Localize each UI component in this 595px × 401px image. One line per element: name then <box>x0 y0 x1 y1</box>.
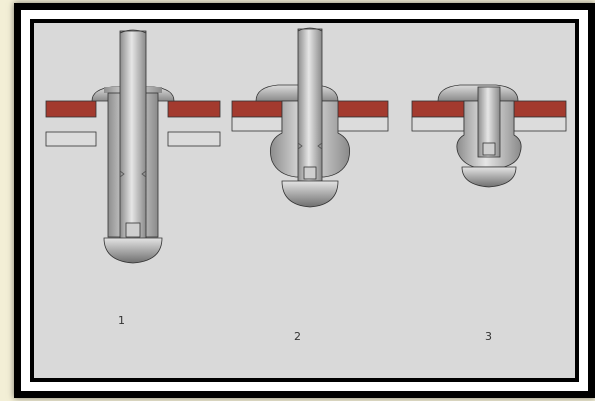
stage-1-label: 1 <box>118 314 125 327</box>
stage-3-rivet: 3 <box>411 84 567 343</box>
stage-1-mandrel-head <box>103 237 163 264</box>
stage-3-top-sheet-left <box>411 100 465 118</box>
frame-border: 1 <box>21 10 588 391</box>
stage-2-mandrel-head <box>281 180 339 208</box>
stage-3-mandrel-head <box>461 166 517 188</box>
diagram-panel: 1 <box>34 23 575 378</box>
stage-1-bottom-sheet-right <box>167 131 221 147</box>
stage-1-mandrel <box>119 30 147 242</box>
stage-3-mandrel-stub <box>477 86 501 158</box>
stage-2-bottom-sheet-right <box>333 116 389 132</box>
stage-2-bottom-sheet-left <box>231 116 283 132</box>
stage-1-bottom-sheet-left <box>45 131 97 147</box>
stage-3-top-sheet-right <box>513 100 567 118</box>
outer-frame: 1 <box>14 3 595 398</box>
stage-3-bottom-sheet-right <box>513 116 567 132</box>
stage-2-label: 2 <box>294 330 301 343</box>
stage-2-top-sheet-right <box>333 100 389 118</box>
rivet-diagram: 1 <box>45 27 567 343</box>
stage-1-top-sheet-left <box>45 100 97 118</box>
stage-3-bottom-sheet-left <box>411 116 465 132</box>
stage-2-rivet: 2 <box>231 27 389 343</box>
stage-2-top-sheet-left <box>231 100 283 118</box>
stage-2-mandrel <box>297 28 323 182</box>
inner-frame: 1 <box>30 19 579 382</box>
stage-3-label: 3 <box>485 330 492 343</box>
stage-1-top-sheet-right <box>167 100 221 118</box>
stage-1-rivet: 1 <box>45 29 221 327</box>
stage-2-rivet-flange <box>255 84 339 102</box>
